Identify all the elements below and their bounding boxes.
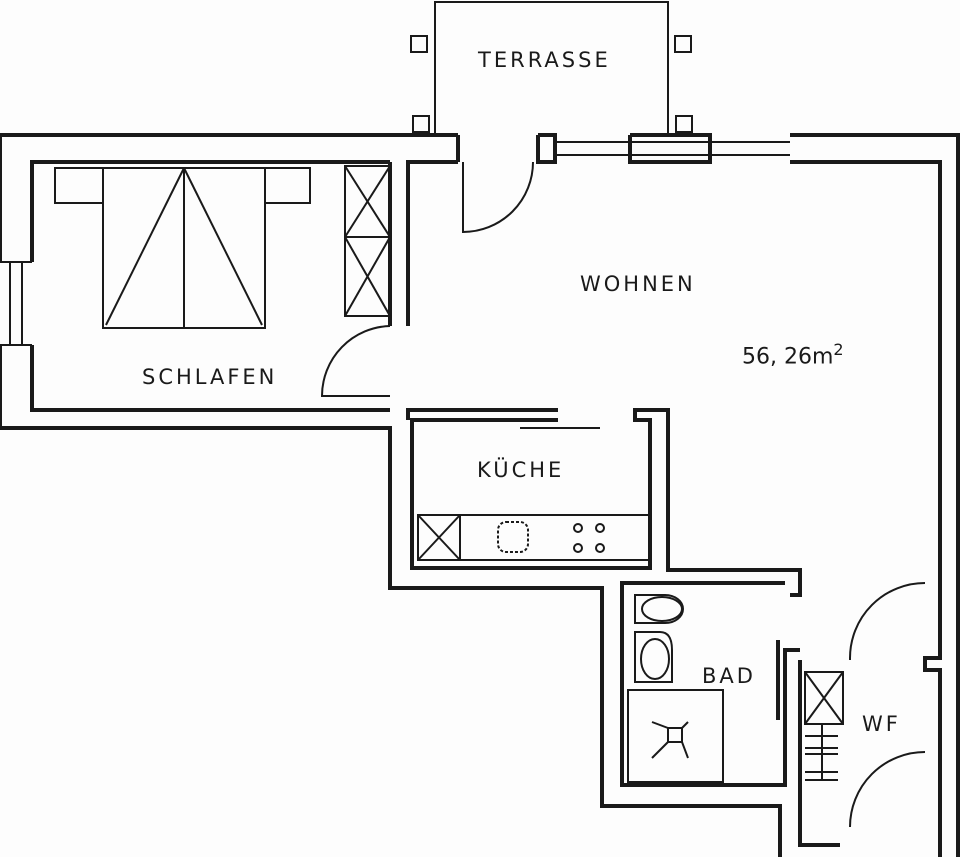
bathroom xyxy=(620,581,844,847)
room-label-wohnen: WOHNEN xyxy=(580,272,696,296)
room-label-terrasse: TERRASSE xyxy=(478,48,611,72)
terrace xyxy=(410,1,693,135)
room-label-bad: BAD xyxy=(702,664,756,688)
area-exponent: 2 xyxy=(833,340,844,359)
room-label-wf: WF xyxy=(862,712,901,736)
area-unit: m xyxy=(811,344,834,370)
area-value: 56, 26 xyxy=(742,344,812,370)
kitchen-walls xyxy=(406,408,802,597)
area-label: 56, 26m2 xyxy=(742,340,844,369)
furniture-bedroom xyxy=(54,165,391,329)
doors xyxy=(320,161,926,828)
room-label-schlafen: SCHLAFEN xyxy=(142,365,278,389)
room-label-kueche: KÜCHE xyxy=(477,458,565,482)
